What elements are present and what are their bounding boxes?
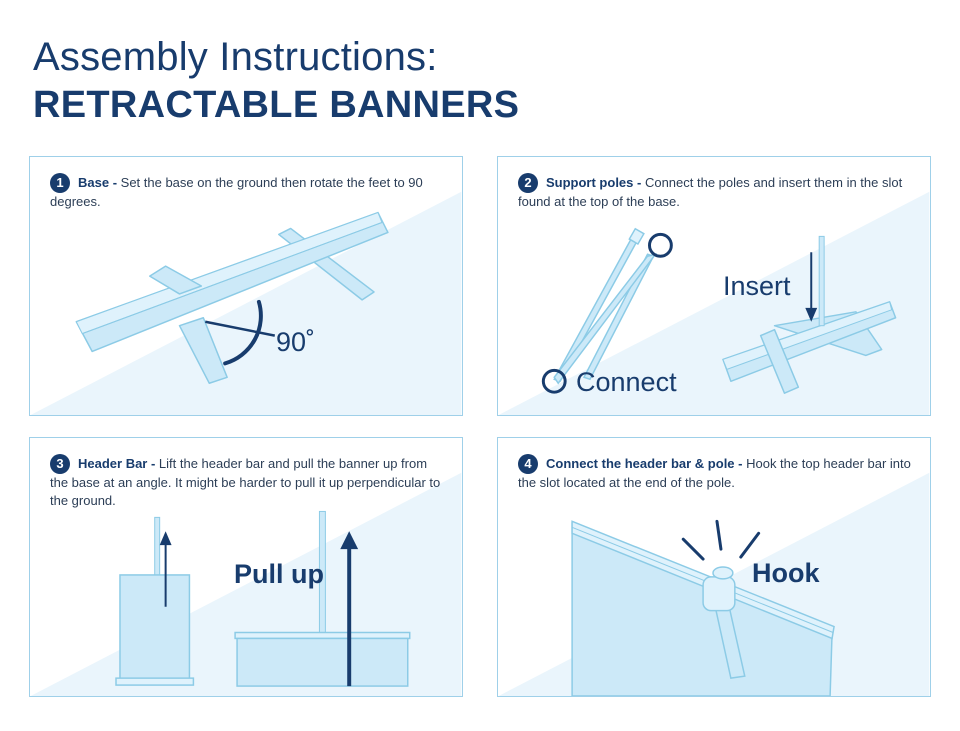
step-4-panel: 4 Connect the header bar & pole - Hook th…: [497, 437, 931, 697]
step-number-badge: 2: [518, 173, 538, 193]
step-heading: Support poles -: [546, 175, 642, 190]
step-text: Set the base on the ground then rotate t…: [50, 175, 423, 209]
connect-label: Connect: [576, 367, 677, 397]
step-1-caption: 1 Base - Set the base on the ground then …: [50, 173, 446, 211]
step-text: Hook the top header bar into the slot lo…: [518, 456, 911, 490]
hook-label: Hook: [752, 558, 820, 588]
base-illustration: [75, 211, 389, 384]
step-3-caption: 3 Header Bar - Lift the header bar and pu…: [50, 454, 446, 510]
step-2-caption: 2 Support poles - Connect the poles and i…: [518, 173, 914, 211]
page-title: Assembly Instructions: RETRACTABLE BANNE…: [33, 34, 519, 128]
panel-background: [30, 191, 462, 415]
step-2-panel: 2 Support poles - Connect the poles and i…: [497, 156, 931, 416]
poles-illustration: [541, 227, 897, 394]
step-text: Lift the header bar and pull the banner …: [50, 456, 441, 508]
title-line-1: Assembly Instructions:: [33, 35, 438, 79]
angle-label: 90˚: [276, 327, 316, 357]
step-heading: Connect the header bar & pole -: [546, 456, 743, 471]
title-line-2: RETRACTABLE BANNERS: [33, 84, 520, 126]
step-heading: Base -: [78, 175, 118, 190]
step-heading: Header Bar -: [78, 456, 156, 471]
insert-label: Insert: [723, 271, 791, 301]
header-bar-illustration: [115, 510, 411, 687]
step-1-panel: 1 Base - Set the base on the ground then …: [29, 156, 463, 416]
step-4-caption: 4 Connect the header bar & pole - Hook th…: [518, 454, 914, 492]
hook-illustration: [571, 519, 835, 696]
step-number-badge: 4: [518, 454, 538, 474]
step-3-panel: 3 Header Bar - Lift the header bar and pu…: [29, 437, 463, 697]
step-number-badge: 3: [50, 454, 70, 474]
step-number-badge: 1: [50, 173, 70, 193]
pull-up-label: Pull up: [234, 559, 324, 589]
step-text: Connect the poles and insert them in the…: [518, 175, 903, 209]
